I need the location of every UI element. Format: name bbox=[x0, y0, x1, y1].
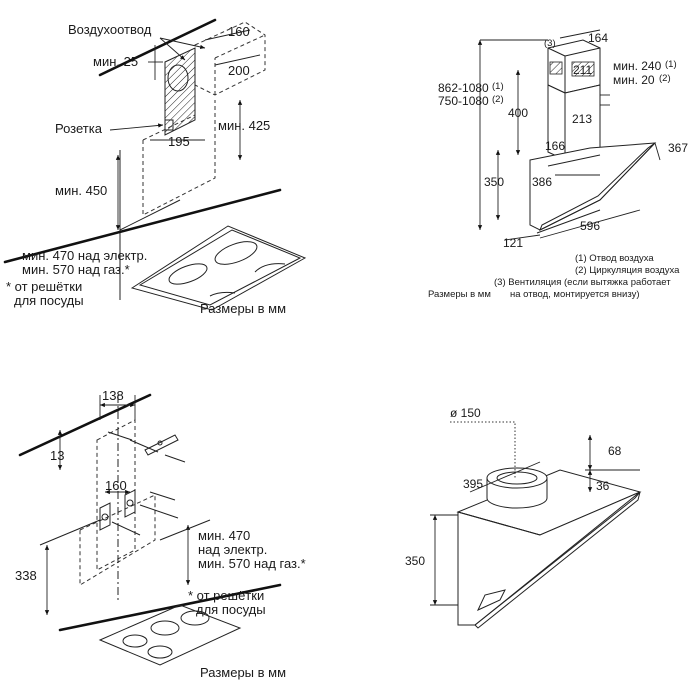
dim-367: 367 bbox=[668, 141, 688, 155]
chimney-hatched-area bbox=[164, 47, 196, 136]
chimney-dashed-outline bbox=[96, 419, 136, 571]
label-min470-electric: мин. 470 над электр. bbox=[22, 248, 147, 263]
sup-range-2: (2) bbox=[492, 94, 504, 105]
dim-36: 36 bbox=[596, 479, 610, 493]
legend-ventilation-note: на отвод, монтируется внизу) bbox=[510, 289, 639, 300]
label-min20: мин. 20 bbox=[613, 73, 655, 87]
diameter-leader bbox=[450, 421, 516, 478]
dim-400: 400 bbox=[508, 106, 528, 120]
dim-195: 195 bbox=[168, 134, 190, 149]
dim-350: 350 bbox=[405, 554, 425, 568]
label-vent-3: (3) bbox=[544, 38, 556, 49]
countertop-line bbox=[58, 583, 282, 632]
note-from-grate: * от решётки bbox=[188, 588, 264, 603]
label-range-2: 750-1080 bbox=[438, 94, 489, 108]
burner bbox=[168, 263, 208, 285]
dim-160: 160 bbox=[228, 24, 250, 39]
dim-338: 338 bbox=[15, 568, 37, 583]
dim-166: 166 bbox=[545, 139, 565, 153]
dim-211: 211 bbox=[573, 63, 592, 77]
panel-wall-mounting-clearances: Воздухоотвод мин. 25 160 200 Розетка 195… bbox=[3, 18, 307, 316]
dim-121: 121 bbox=[503, 236, 523, 250]
label-range-1: 862-1080 bbox=[438, 81, 489, 95]
note-for-cookware: для посуды bbox=[14, 293, 84, 308]
panel-hood-dimensions: (3) 164 211 мин. 240 (1) мин. 20 (2) 862… bbox=[428, 29, 688, 300]
vent-grille bbox=[549, 61, 563, 75]
side-bracket bbox=[124, 489, 136, 518]
dim-164: 164 bbox=[588, 31, 608, 45]
label-min425: мин. 425 bbox=[218, 118, 270, 133]
burner bbox=[150, 620, 180, 636]
socket-icon bbox=[164, 119, 174, 131]
burner bbox=[214, 241, 258, 265]
label-min450: мин. 450 bbox=[55, 183, 107, 198]
sup-range-1: (1) bbox=[492, 81, 504, 92]
burner bbox=[147, 645, 173, 659]
ceiling-line bbox=[18, 393, 152, 457]
legend-ventilation: (3) Вентиляция (если вытяжка работает bbox=[494, 277, 671, 288]
panel-bracket-mounting: 138 13 160 338 мин. 470 над электр. мин.… bbox=[15, 388, 306, 680]
label-min570-gas: мин. 570 над газ.* bbox=[22, 262, 130, 277]
dim-350: 350 bbox=[484, 175, 504, 189]
dim-138: 138 bbox=[102, 388, 124, 403]
note-from-grate: * от решётки bbox=[6, 279, 82, 294]
label-min570-gas: мин. 570 над газ.* bbox=[198, 556, 306, 571]
hood-dashed-outline bbox=[142, 100, 216, 216]
sup-1: (1) bbox=[665, 59, 677, 70]
ceiling-line bbox=[98, 18, 217, 77]
label-over-electric: над электр. bbox=[198, 542, 267, 557]
dim-13: 13 bbox=[50, 448, 64, 463]
dim-200: 200 bbox=[228, 63, 250, 78]
dim-395: 395 bbox=[463, 477, 483, 491]
legend-air-recirculation: (2) Циркуляция воздуха bbox=[575, 265, 680, 276]
panel-hood-outlet: ø 150 68 395 36 350 bbox=[405, 406, 642, 629]
units-label: Размеры в мм bbox=[200, 301, 286, 316]
burner bbox=[122, 634, 148, 648]
cooktop bbox=[138, 229, 302, 306]
label-min470: мин. 470 bbox=[198, 528, 250, 543]
note-for-cookware: для посуды bbox=[196, 602, 266, 617]
units-label: Размеры в мм bbox=[428, 289, 491, 300]
dim-68: 68 bbox=[608, 444, 622, 458]
sup-2: (2) bbox=[659, 73, 671, 84]
label-min25: мин. 25 bbox=[93, 54, 138, 69]
vent-grille bbox=[571, 61, 595, 77]
dim-160: 160 bbox=[105, 478, 127, 493]
top-bracket bbox=[144, 434, 179, 456]
dim-386: 386 bbox=[532, 175, 552, 189]
countertop-line bbox=[3, 188, 282, 264]
label-air-outlet: Воздухоотвод bbox=[68, 22, 152, 37]
dim-diameter-150: ø 150 bbox=[450, 406, 481, 420]
units-label: Размеры в мм bbox=[200, 665, 286, 680]
legend-air-exhaust: (1) Отвод воздуха bbox=[575, 253, 654, 264]
dim-596: 596 bbox=[580, 219, 600, 233]
hood-dashed-outline bbox=[79, 494, 156, 586]
air-outlet-circle bbox=[167, 64, 189, 92]
dim-213: 213 bbox=[572, 112, 592, 126]
burner bbox=[180, 610, 210, 626]
cooktop bbox=[98, 604, 242, 666]
label-socket: Розетка bbox=[55, 121, 103, 136]
side-bracket bbox=[99, 502, 111, 531]
label-min240: мин. 240 bbox=[613, 59, 662, 73]
